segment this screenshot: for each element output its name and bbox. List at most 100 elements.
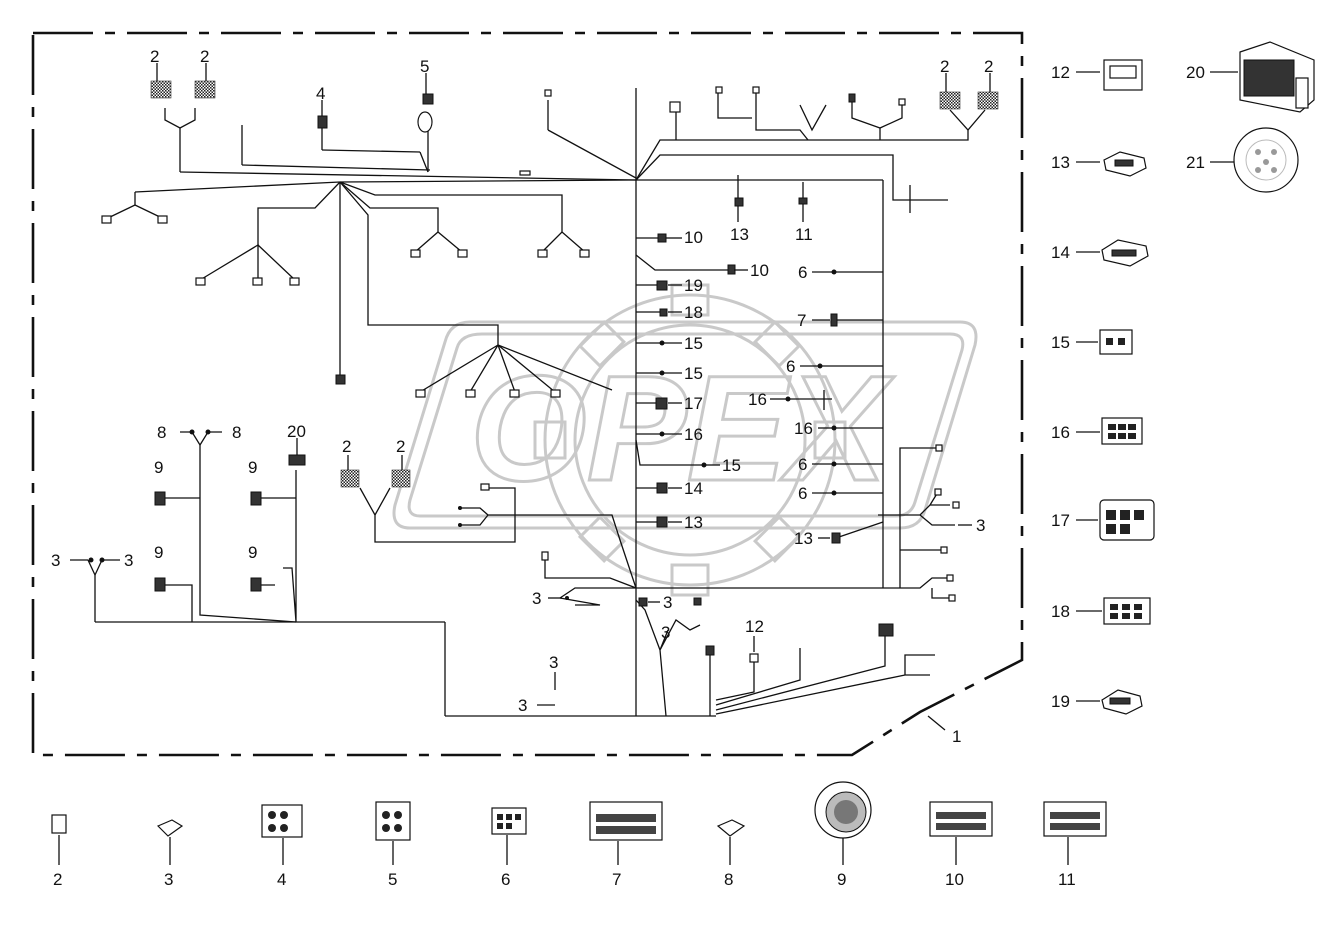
ground-terminal-icon [150, 80, 172, 99]
callout-13: 13 [794, 529, 813, 548]
callout-6: 6 [798, 484, 807, 503]
legend-label-20: 20 [1186, 63, 1205, 82]
legend-label-11: 11 [1058, 870, 1076, 889]
part-7-icon [589, 801, 663, 841]
part-8-icon [716, 819, 746, 837]
part-19-icon [1101, 689, 1143, 715]
callout-6: 6 [786, 357, 795, 376]
callout-2: 2 [200, 47, 209, 66]
connector-plug-icon [317, 115, 328, 129]
part-11-icon [1043, 801, 1107, 837]
callout-3: 3 [663, 593, 672, 612]
callout-10: 10 [750, 261, 769, 280]
callout-16: 16 [748, 390, 767, 409]
part-3-icon [156, 819, 184, 837]
callout-13: 13 [684, 513, 703, 532]
part-16-icon [1101, 417, 1143, 445]
ground-terminal-icon [391, 469, 411, 488]
connector-plug-icon [422, 93, 434, 105]
legend-label-10: 10 [945, 870, 964, 889]
callout-8: 8 [232, 423, 241, 442]
callout-3: 3 [532, 589, 541, 608]
part-9-icon [814, 781, 872, 839]
callout-7: 7 [797, 311, 806, 330]
part-17-icon [1099, 499, 1155, 541]
callout-3: 3 [549, 653, 558, 672]
callout-9: 9 [248, 458, 257, 477]
legend-label-14: 14 [1051, 243, 1070, 262]
callout-14: 14 [684, 479, 703, 498]
part-12-icon [1103, 59, 1143, 91]
legend-label-19: 19 [1051, 692, 1070, 711]
callout-12: 12 [745, 617, 764, 636]
legend-label-8: 8 [724, 870, 733, 889]
part-10-icon [929, 801, 993, 837]
callout-3: 3 [518, 696, 527, 715]
callout-11: 11 [795, 225, 813, 244]
callout-5: 5 [420, 57, 429, 76]
callout-18: 18 [684, 303, 703, 322]
legend-label-16: 16 [1051, 423, 1070, 442]
legend-label-21: 21 [1186, 153, 1205, 172]
part-14-icon [1101, 239, 1149, 267]
legend-leaders-bottom [58, 835, 1069, 865]
callout-15: 15 [684, 364, 703, 383]
legend-label-12: 12 [1051, 63, 1070, 82]
parts-legend-bottom [51, 781, 1107, 865]
callout-3: 3 [661, 623, 670, 642]
callout-1: 1 [952, 727, 961, 746]
legend-label-15: 15 [1051, 333, 1070, 352]
legend-label-17: 17 [1051, 511, 1070, 530]
callout-6: 6 [798, 263, 807, 282]
part-20-icon [1239, 41, 1315, 113]
callout-19: 19 [684, 276, 703, 295]
callout-16: 16 [684, 425, 703, 444]
callout-20: 20 [287, 422, 306, 441]
callout-3: 3 [124, 551, 133, 570]
callout-6: 6 [798, 455, 807, 474]
callout-3: 3 [976, 516, 985, 535]
part-2-icon [51, 814, 67, 834]
callout-15: 15 [722, 456, 741, 475]
legend-label-3: 3 [164, 870, 173, 889]
callout-labels: 2 2 4 5 2 2 13 11 10 10 19 18 15 15 17 1… [51, 47, 1205, 889]
part-18-icon [1103, 597, 1151, 625]
callout-13: 13 [730, 225, 749, 244]
callout-8: 8 [157, 423, 166, 442]
connector-ring-icon [417, 111, 433, 133]
part-5-icon [375, 801, 411, 841]
harness-wires [70, 88, 986, 731]
callout-leaders [156, 63, 991, 652]
parts-legend-right [1076, 41, 1315, 715]
ground-terminal-icon [939, 91, 961, 110]
callout-9: 9 [248, 543, 257, 562]
callout-17: 17 [684, 394, 703, 413]
callout-10: 10 [684, 228, 703, 247]
callout-2: 2 [150, 47, 159, 66]
part-6-icon [491, 807, 527, 835]
part-4-icon [261, 804, 303, 838]
callout-2: 2 [396, 437, 405, 456]
callout-9: 9 [154, 458, 163, 477]
callout-16: 16 [794, 419, 813, 438]
ground-terminal-icon [977, 91, 999, 110]
callout-15: 15 [684, 334, 703, 353]
legend-label-7: 7 [612, 870, 621, 889]
legend-label-18: 18 [1051, 602, 1070, 621]
part-21-icon [1233, 127, 1299, 193]
legend-label-9: 9 [837, 870, 846, 889]
ground-terminal-icon [340, 469, 360, 488]
legend-label-5: 5 [388, 870, 397, 889]
part-15-icon [1099, 329, 1133, 355]
callout-3: 3 [51, 551, 60, 570]
legend-label-6: 6 [501, 870, 510, 889]
legend-label-4: 4 [277, 870, 286, 889]
part-13-icon [1103, 151, 1147, 177]
legend-label-2: 2 [53, 870, 62, 889]
harness-frame [31, 31, 1024, 757]
callout-2: 2 [984, 57, 993, 76]
callout-9: 9 [154, 543, 163, 562]
legend-label-13: 13 [1051, 153, 1070, 172]
callout-2: 2 [940, 57, 949, 76]
